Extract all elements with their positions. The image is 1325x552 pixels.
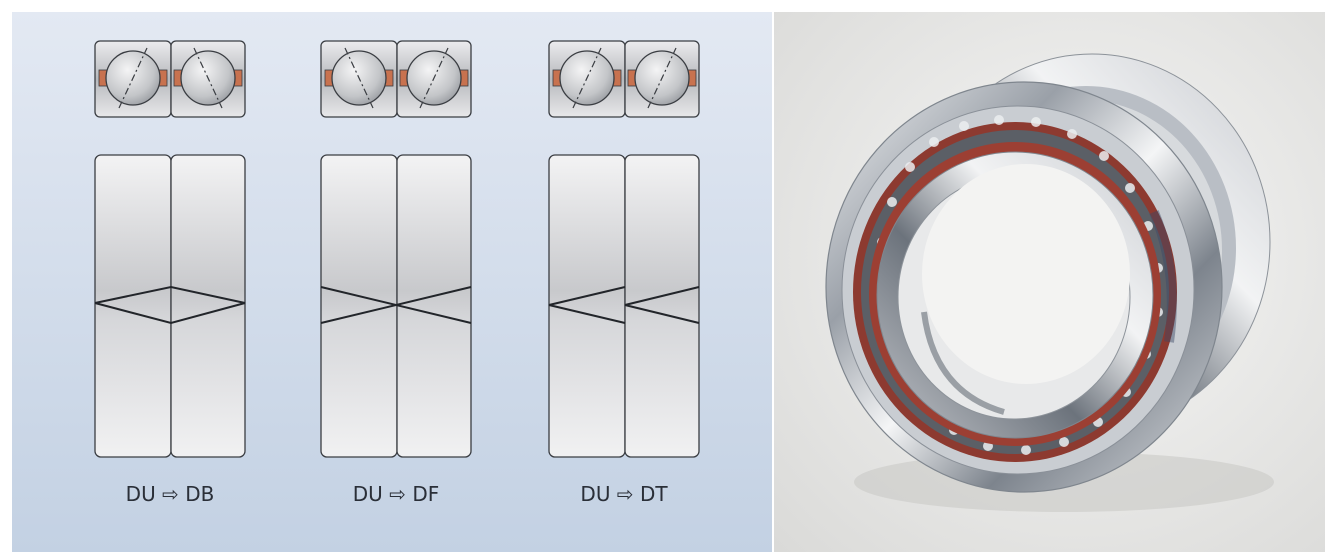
cross-section-db bbox=[94, 40, 246, 118]
arrangement-dt: DU ⇨ DT bbox=[548, 40, 700, 506]
bearing-photo bbox=[774, 12, 1325, 552]
arrangement-df: DU ⇨ DF bbox=[320, 40, 472, 506]
caption-df: DU ⇨ DF bbox=[353, 482, 439, 506]
caption-db: DU ⇨ DB bbox=[126, 482, 215, 506]
contact-lines-db bbox=[94, 285, 246, 325]
ring-pair-db bbox=[94, 154, 246, 458]
front-bearing-ring bbox=[825, 81, 1223, 493]
ring-pair-df bbox=[320, 154, 472, 458]
arrangement-db: DU ⇨ DB bbox=[94, 40, 246, 506]
cross-section-dt bbox=[548, 40, 700, 118]
cross-section-df bbox=[320, 40, 472, 118]
ring-pair-dt bbox=[548, 154, 700, 458]
bearing-arrangement-diagram: DU ⇨ DB DU ⇨ DF bbox=[12, 12, 772, 552]
caption-dt: DU ⇨ DT bbox=[580, 482, 668, 506]
